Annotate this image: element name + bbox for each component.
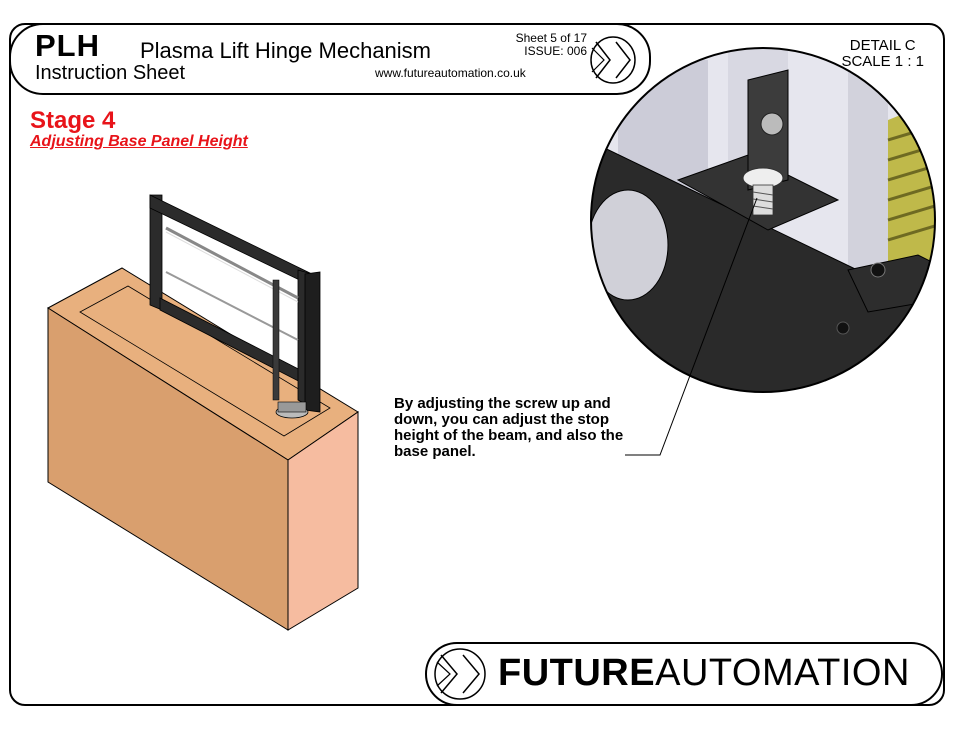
stage-subtitle: Adjusting Base Panel Height <box>30 133 248 150</box>
detail-c-view <box>590 47 936 393</box>
sheet-info: Sheet 5 of 17 ISSUE: 006 <box>495 32 587 58</box>
issue-number: ISSUE: 006 <box>524 44 587 58</box>
website-link[interactable]: www.futureautomation.co.uk <box>375 66 526 80</box>
cabinet-illustration <box>47 194 359 631</box>
logo-icon <box>590 36 636 84</box>
product-title: Plasma Lift Hinge Mechanism <box>140 38 432 63</box>
base-plate <box>591 139 935 392</box>
stage-title: Stage 4 <box>30 107 116 134</box>
document-subtitle: Instruction Sheet <box>35 62 186 84</box>
screen-frame <box>149 194 321 413</box>
cabinet-side <box>287 411 359 631</box>
footer-block <box>425 642 943 706</box>
detail-name: DETAIL C <box>849 37 916 54</box>
brand-bold: FUTURE <box>498 652 656 694</box>
product-code: PLH <box>35 28 100 63</box>
detail-label: DETAIL C SCALE 1 : 1 <box>841 38 924 70</box>
brand-regular: AUTOMATION <box>655 652 910 694</box>
title-block <box>9 23 651 95</box>
footer-logo-icon <box>434 648 486 700</box>
sheet-number: Sheet 5 of 17 <box>515 31 587 45</box>
footer-brand: FUTUREAUTOMATION <box>498 652 910 695</box>
detail-scale: SCALE 1 : 1 <box>841 53 924 70</box>
instruction-note: By adjusting the screw up and down, you … <box>394 395 624 460</box>
